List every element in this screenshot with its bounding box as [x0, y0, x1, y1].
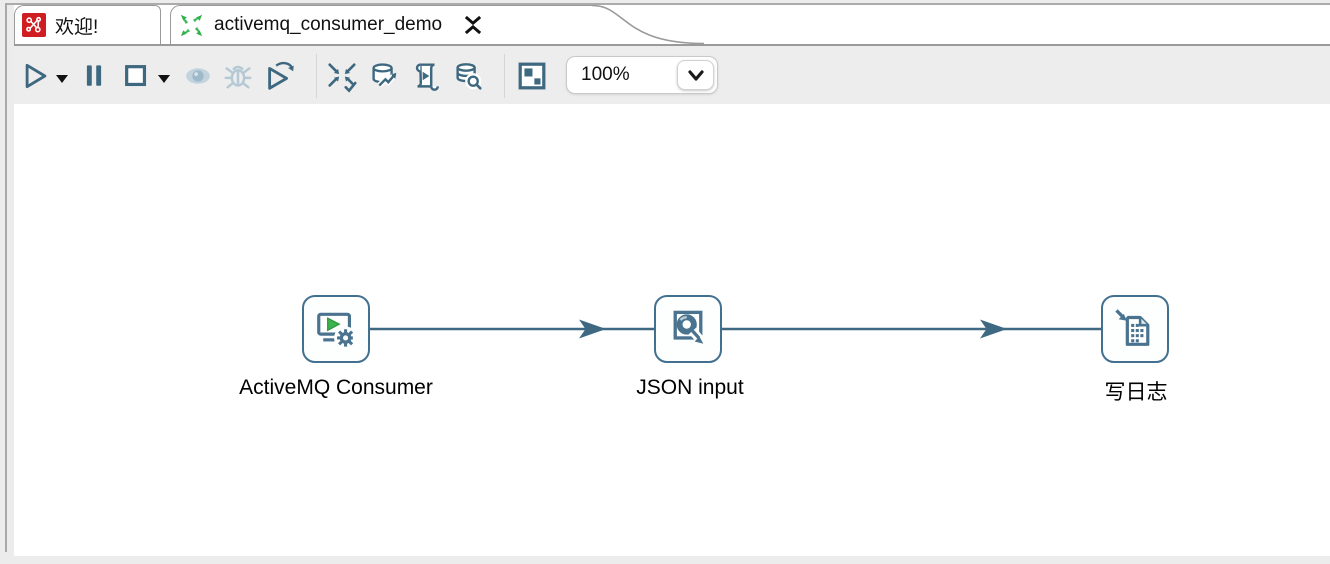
zoom-combo[interactable]: 100% [566, 56, 718, 94]
connections-layer [370, 319, 1101, 339]
replay-button[interactable] [262, 58, 298, 94]
verify-transformation-button[interactable] [324, 58, 360, 94]
preview-icon [180, 58, 216, 94]
step-write-log[interactable] [1101, 295, 1169, 363]
active-tab-curve [592, 5, 705, 45]
generate-sql-button[interactable] [408, 58, 444, 94]
tab-welcome[interactable]: 欢迎! [14, 5, 161, 44]
editor-tab-bar: 欢迎! activemq_consumer_demo [14, 5, 1330, 46]
tab-activemq-consumer-demo[interactable]: activemq_consumer_demo [170, 5, 592, 44]
impact-analysis-button[interactable] [366, 58, 402, 94]
close-tab-icon[interactable] [462, 14, 484, 36]
json-input-icon [673, 310, 706, 345]
activemq-consumer-icon [317, 312, 358, 350]
step-label: JSON input [636, 376, 744, 399]
explore-database-button[interactable] [450, 58, 486, 94]
run-options-caret[interactable] [56, 75, 68, 83]
stop-options-caret[interactable] [158, 75, 170, 83]
left-splitter[interactable] [5, 3, 7, 552]
tab-welcome-label: 欢迎! [55, 16, 99, 38]
debug-icon [220, 58, 256, 94]
window-top-border [5, 3, 1330, 5]
tab-active-label: activemq_consumer_demo [214, 14, 443, 35]
transformation-icon [179, 13, 204, 38]
transformation-canvas[interactable]: ActiveMQ Consumer JSON input 写日志 [14, 104, 1330, 556]
step-label: 写日志 [1104, 381, 1168, 404]
connection-hop [370, 319, 654, 339]
zoom-dropdown-button[interactable] [677, 60, 714, 90]
pentaho-logo-icon [22, 13, 46, 37]
toolbar-separator [504, 54, 505, 98]
stop-button[interactable] [118, 58, 154, 94]
transformation-toolbar: 100% [14, 47, 1330, 104]
step-activemq-consumer[interactable] [302, 295, 370, 363]
toolbar-separator [316, 54, 317, 98]
connection-hop [722, 319, 1101, 339]
write-log-icon [1113, 307, 1150, 346]
zoom-value: 100% [581, 64, 630, 85]
step-label: ActiveMQ Consumer [239, 376, 433, 399]
pause-button[interactable] [76, 58, 112, 94]
step-json-input[interactable] [654, 295, 722, 363]
run-button[interactable] [18, 58, 54, 94]
show-execution-results-button[interactable] [514, 58, 550, 94]
